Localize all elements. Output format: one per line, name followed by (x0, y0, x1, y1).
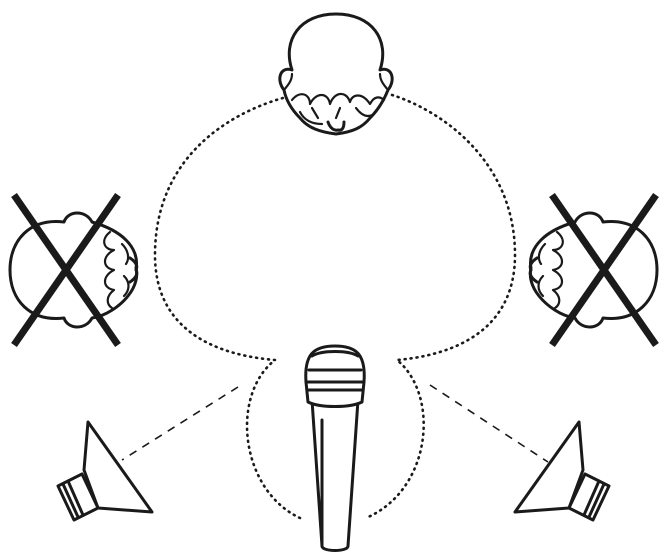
speaker-right-icon (513, 420, 611, 522)
rejected-left-cross-icon (11, 193, 121, 347)
head-right-rejected-icon (528, 211, 659, 329)
speaker-right-feedback-line (429, 384, 549, 463)
head-front-center-icon (278, 12, 394, 136)
speaker-left-icon (56, 420, 154, 522)
head-left-rejected-icon (8, 211, 139, 329)
microphone-icon (304, 344, 366, 552)
cardioid-pickup-pattern (153, 93, 517, 520)
speaker-left-feedback-line (121, 386, 239, 461)
rejected-right-cross-icon (549, 193, 659, 347)
